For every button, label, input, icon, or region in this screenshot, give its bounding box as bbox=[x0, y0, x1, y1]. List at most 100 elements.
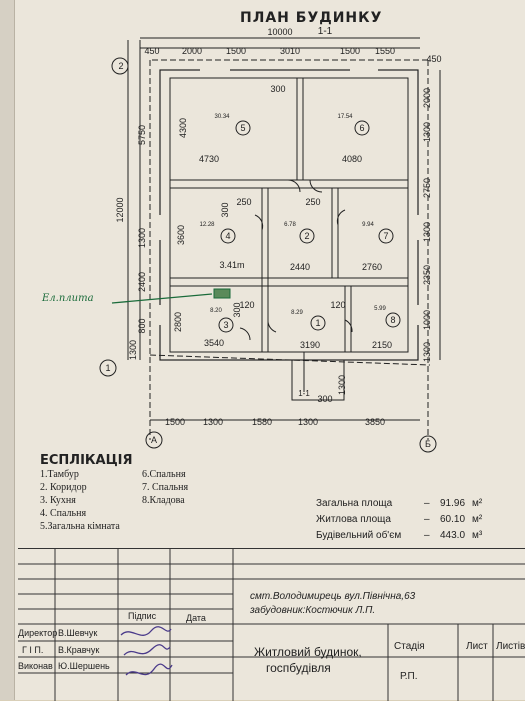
room-num-3: 3 bbox=[223, 320, 228, 330]
axis-b: Б bbox=[425, 439, 431, 449]
address: смт.Володимирець вул.Північна,63 bbox=[250, 591, 416, 602]
explication-item: 6.Спальня bbox=[142, 469, 186, 480]
axis-a: А bbox=[151, 435, 157, 445]
dim-section-right: 1300 bbox=[337, 375, 347, 395]
dim-right-7: 1300 bbox=[422, 342, 432, 362]
dim-left-3: 2400 bbox=[137, 272, 147, 292]
dim-2150: 2150 bbox=[372, 340, 392, 350]
dim-top-right: 450 bbox=[426, 54, 441, 64]
living-area-value: 60.10 bbox=[440, 514, 466, 525]
axis-1: 1 bbox=[105, 363, 110, 373]
dim-left-2: 1300 bbox=[137, 228, 147, 248]
dim-top-5: 1550 bbox=[375, 46, 395, 56]
dim-top-4: 1500 bbox=[340, 46, 360, 56]
living-area-unit: м² bbox=[472, 514, 483, 525]
dim-250-a: 250 bbox=[236, 197, 251, 207]
developer: забудовник:Костючик Л.П. bbox=[250, 605, 376, 616]
dim-250-b: 250 bbox=[305, 197, 320, 207]
volume-dash: – bbox=[424, 530, 430, 541]
room-area-4: 12.28 bbox=[199, 222, 215, 228]
dim-2760: 2760 bbox=[362, 262, 382, 272]
dim-right-3: 2750 bbox=[422, 178, 432, 198]
dim-top-2: 1500 bbox=[226, 46, 246, 56]
room-area-3: 8.20 bbox=[210, 308, 222, 314]
room-area-2: 6.78 bbox=[284, 222, 296, 228]
dim-right-1: 2000 bbox=[422, 88, 432, 108]
living-area-dash: – bbox=[424, 514, 430, 525]
explication-title: ЕСПЛІКАЦІЯ bbox=[40, 453, 133, 468]
volume-unit: м³ bbox=[472, 530, 483, 541]
dim-3190: 3190 bbox=[300, 340, 320, 350]
name-gip: В.Кравчук bbox=[58, 645, 100, 655]
dim-4730: 4730 bbox=[199, 154, 219, 164]
dim-right-4: 1300 bbox=[422, 222, 432, 242]
total-area-value: 91.96 bbox=[440, 498, 466, 509]
section-mark: 1-1 bbox=[318, 26, 333, 37]
binder-edge bbox=[0, 0, 15, 700]
header-stage: Стадія bbox=[394, 641, 425, 652]
total-area-unit: м² bbox=[472, 498, 483, 509]
room-num-4: 4 bbox=[225, 231, 230, 241]
dim-300-c: 300 bbox=[232, 302, 242, 317]
axis-2: 2 bbox=[118, 61, 123, 71]
dim-341: 3.41m bbox=[219, 260, 244, 270]
dim-300: 300 bbox=[270, 84, 285, 94]
room-num-5: 5 bbox=[240, 123, 245, 133]
dim-top-left: 450 bbox=[144, 46, 159, 56]
explication-item: 4. Спальня bbox=[40, 508, 87, 519]
dim-4080: 4080 bbox=[342, 154, 362, 164]
dim-4300: 4300 bbox=[178, 118, 188, 138]
total-area-dash: – bbox=[424, 498, 430, 509]
room-num-7: 7 bbox=[383, 231, 388, 241]
dim-section-bottom: 300 bbox=[317, 394, 332, 404]
dim-bottom-1: 1500 bbox=[165, 417, 185, 427]
total-area-label: Загальна площа bbox=[316, 498, 393, 509]
title-block: смт.Володимирець вул.Північна,63 забудов… bbox=[18, 548, 525, 701]
room-area-5: 30.34 bbox=[214, 114, 230, 120]
signatures bbox=[120, 626, 173, 676]
volume-value: 443.0 bbox=[440, 530, 466, 541]
stove-annotation: Ел.плита bbox=[42, 293, 94, 304]
dim-bottom-2: 1300 bbox=[203, 417, 223, 427]
dim-120-a: 120 bbox=[239, 300, 254, 310]
dim-120-b: 120 bbox=[330, 300, 345, 310]
room-num-8: 8 bbox=[390, 315, 395, 325]
dim-right-6: 1000 bbox=[422, 310, 432, 330]
explication-item: 1.Тамбур bbox=[40, 469, 79, 480]
header-date: Дата bbox=[186, 613, 206, 623]
dim-top-total: 10000 bbox=[267, 27, 292, 37]
dim-top-1: 2000 bbox=[182, 46, 202, 56]
room-area-7: 9.94 bbox=[362, 222, 374, 228]
dim-left-1: 5750 bbox=[137, 125, 147, 145]
stage-value: Р.П. bbox=[400, 671, 418, 682]
room-area-8: 5.99 bbox=[374, 306, 386, 312]
dim-2800: 2800 bbox=[173, 312, 183, 332]
explication-item: 7. Спальня bbox=[142, 482, 189, 493]
dim-top-3: 3010 bbox=[280, 46, 300, 56]
dim-left-total: 12000 bbox=[115, 197, 125, 222]
dim-right-5: 2350 bbox=[422, 265, 432, 285]
dim-bottom-5: 3850 bbox=[365, 417, 385, 427]
header-sign: Підпис bbox=[128, 611, 157, 621]
dim-right-2: 1300 bbox=[422, 122, 432, 142]
dim-2440: 2440 bbox=[290, 262, 310, 272]
object-name: Житловий будинок, bbox=[254, 645, 362, 659]
volume-label: Будівельний об'єм bbox=[316, 530, 402, 541]
dim-bottom-4: 1300 bbox=[298, 417, 318, 427]
explication-item: 3. Кухня bbox=[40, 495, 76, 506]
room-area-6: 17.54 bbox=[337, 114, 353, 120]
dim-left-5: 1300 bbox=[128, 340, 138, 360]
dim-3600: 3600 bbox=[176, 225, 186, 245]
dim-bottom-3: 1580 bbox=[252, 417, 272, 427]
role-director: Директор bbox=[18, 628, 58, 638]
explication-item: 5.Загальна кімната bbox=[40, 521, 120, 532]
dim-300-b: 300 bbox=[220, 202, 230, 217]
room-num-1: 1 bbox=[315, 318, 320, 328]
name-director: В.Шевчук bbox=[58, 628, 98, 638]
name-executor: Ю.Шершень bbox=[58, 661, 110, 671]
room-num-6: 6 bbox=[359, 123, 364, 133]
page-title: ПЛАН БУДИНКУ bbox=[240, 10, 383, 26]
room-num-2: 2 bbox=[304, 231, 309, 241]
dim-left-4: 800 bbox=[137, 318, 147, 333]
